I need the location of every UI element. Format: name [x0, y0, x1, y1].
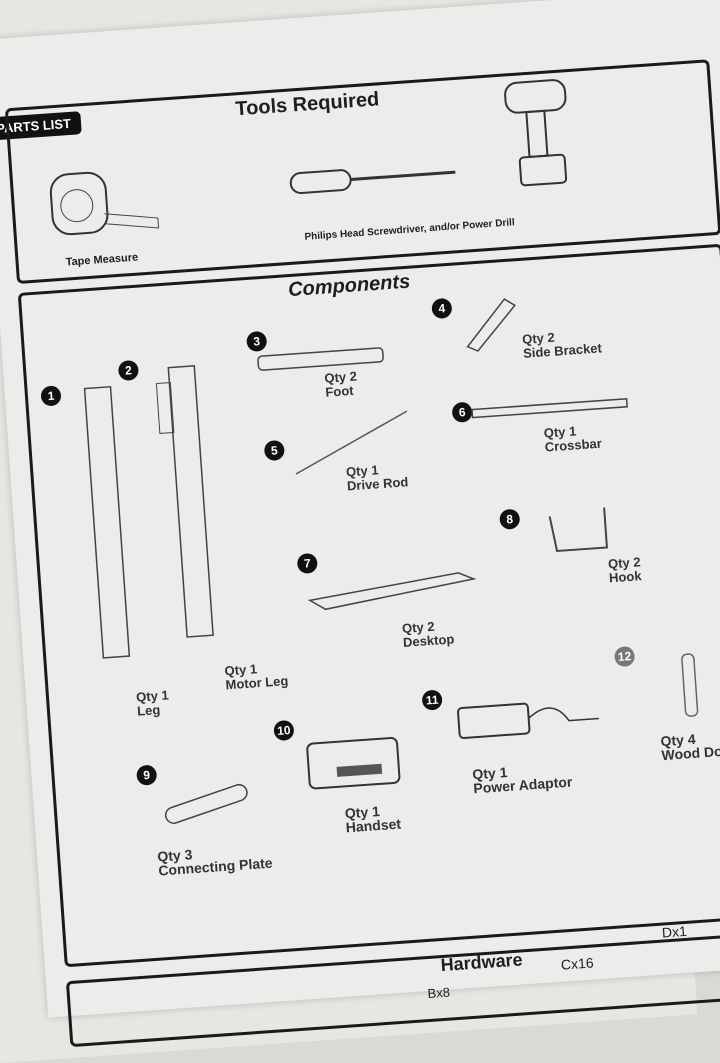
motor-leg-illustration — [155, 365, 214, 638]
power-adaptor-illustration — [457, 702, 599, 739]
drive-rod-illustration — [295, 410, 408, 475]
side-bracket-illustration — [466, 298, 516, 352]
name-text: Foot — [324, 382, 355, 400]
connecting-plate-illustration — [164, 783, 248, 824]
desktop-illustration — [307, 572, 477, 611]
hardware-label-b: Bx8 — [427, 984, 451, 1002]
power-drill-icon — [504, 79, 568, 187]
leg-illustration — [83, 385, 131, 659]
handset-illustration — [306, 737, 401, 790]
name-text: Handset — [345, 815, 402, 836]
hardware-label-d: Dx1 — [661, 922, 688, 941]
tape-measure-icon — [49, 171, 160, 236]
name-text: Leg — [136, 702, 161, 719]
wood-dowel-illustration — [681, 653, 699, 717]
hardware-label-c: Cx16 — [560, 954, 595, 973]
foot-illustration — [257, 347, 384, 371]
crossbar-illustration — [471, 397, 628, 419]
name-text: Hook — [608, 568, 643, 586]
screwdriver-icon — [289, 169, 456, 194]
hook-illustration — [548, 507, 608, 553]
